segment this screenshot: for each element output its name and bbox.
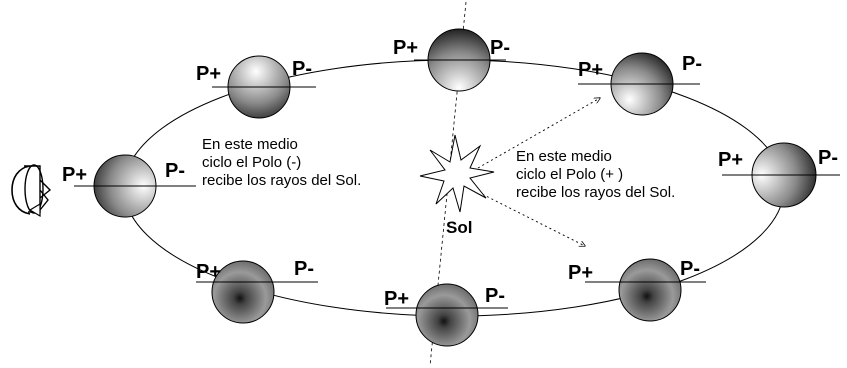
- planet-top-right: P+ P-: [578, 52, 702, 116]
- planet-right: P+ P-: [718, 142, 840, 208]
- right-caption: En este medio ciclo el Polo (+ ) recibe …: [516, 148, 675, 201]
- pole-positive-label: P+: [578, 59, 603, 81]
- sun-label: Sol: [446, 218, 472, 237]
- pole-positive-label: P+: [196, 63, 221, 85]
- pole-negative-label: P-: [682, 53, 702, 75]
- pole-negative-label: P-: [680, 258, 700, 280]
- sun-icon: [419, 134, 495, 213]
- pole-negative-label: P-: [490, 37, 510, 59]
- pole-positive-label: P+: [384, 288, 409, 310]
- left-caption-line-2: ciclo el Polo (-): [202, 154, 301, 171]
- right-caption-line-1: En este medio: [516, 148, 612, 165]
- pole-positive-label: P+: [393, 37, 418, 59]
- pole-negative-label: P-: [292, 58, 312, 80]
- pole-positive-label: P+: [718, 149, 743, 171]
- left-caption-line-3: recibe los rayos del Sol.: [202, 172, 361, 189]
- rotation-arrow-icon: [11, 164, 52, 218]
- right-caption-line-2: ciclo el Polo (+ ): [516, 166, 623, 183]
- planet-left: P+ P-: [62, 154, 196, 218]
- pole-negative-label: P-: [818, 147, 838, 169]
- pole-positive-label: P+: [196, 261, 221, 283]
- planet-top: P+ P-: [393, 28, 510, 92]
- pole-positive-label: P+: [568, 262, 593, 284]
- left-caption-line-1: En este medio: [202, 136, 298, 153]
- planet-top-left: P+ P-: [196, 55, 316, 119]
- pole-negative-label: P-: [485, 285, 505, 307]
- planet-bottom-left: P+ P-: [196, 258, 318, 324]
- right-caption-line-3: recibe los rayos del Sol.: [516, 184, 675, 201]
- planet-bottom: P+ P-: [384, 283, 508, 347]
- sun-ray-upper: [477, 98, 600, 169]
- pole-positive-label: P+: [62, 164, 87, 186]
- pole-negative-label: P-: [294, 258, 314, 280]
- planet-bottom-right: P+ P-: [568, 258, 706, 322]
- left-caption: En este medio ciclo el Polo (-) recibe l…: [202, 136, 361, 189]
- pole-negative-label: P-: [165, 160, 185, 182]
